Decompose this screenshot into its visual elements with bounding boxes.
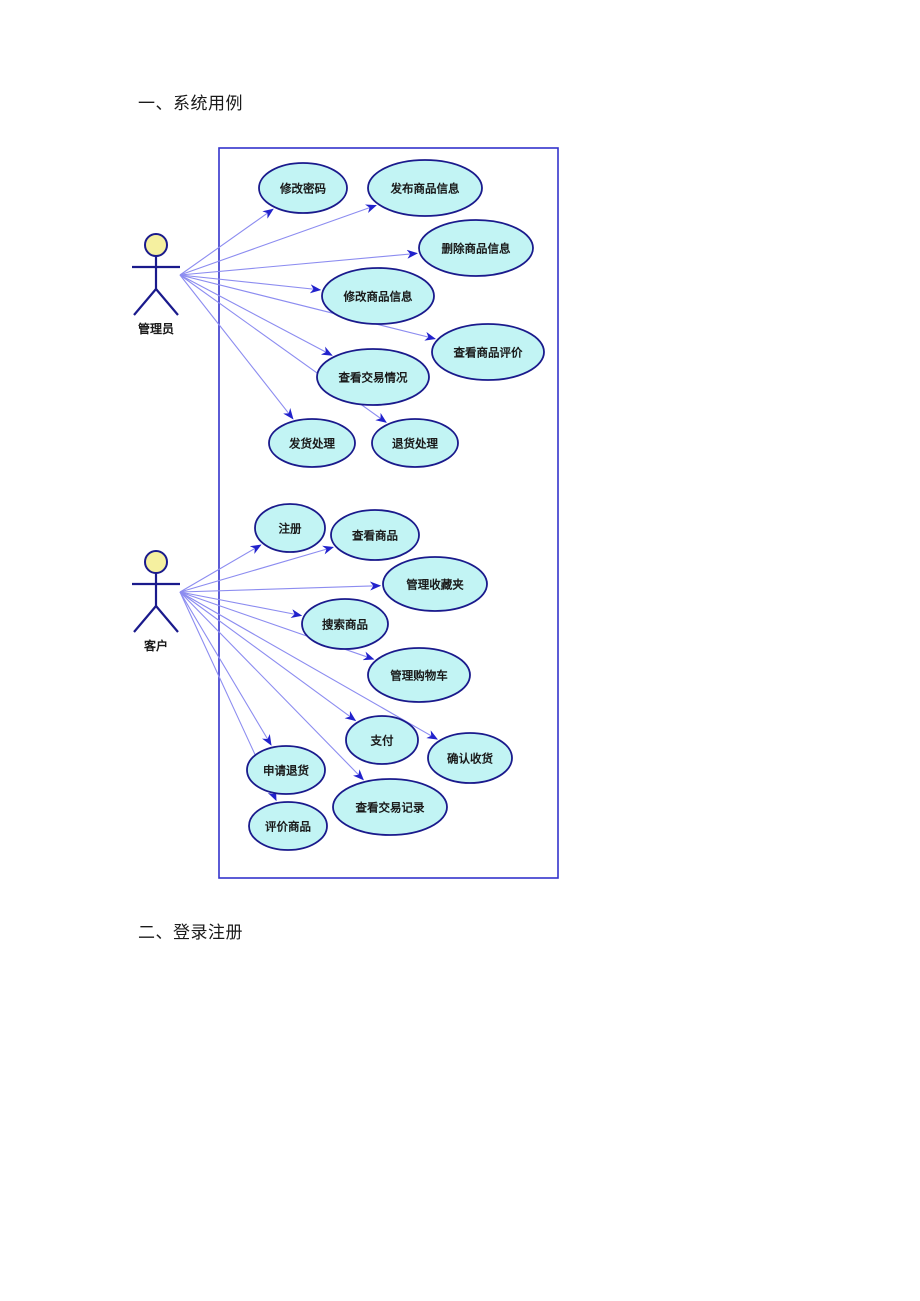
actor-left-leg-line bbox=[133, 288, 157, 316]
uc-request-return-label: 申请退货 bbox=[263, 764, 309, 778]
uc-rate-product-ellipse bbox=[248, 801, 328, 851]
uc-modify-product[interactable]: 修改商品信息 bbox=[321, 267, 435, 325]
uc-view-trans-record-label: 查看交易记录 bbox=[355, 801, 425, 815]
uc-confirm-receipt-label: 确认收货 bbox=[447, 752, 493, 766]
uc-publish-product[interactable]: 发布商品信息 bbox=[367, 159, 483, 217]
association-uc-pay bbox=[179, 591, 357, 722]
uc-confirm-receipt[interactable]: 确认收货 bbox=[427, 732, 513, 784]
uc-manage-favorites-label: 管理收藏夹 bbox=[406, 578, 464, 592]
section-heading-login-register: 二、登录注册 bbox=[138, 923, 243, 942]
uc-pay-ellipse bbox=[345, 715, 419, 765]
uc-modify-product-ellipse bbox=[321, 267, 435, 325]
uc-view-transactions-label: 查看交易情况 bbox=[338, 371, 408, 385]
uc-publish-product-ellipse bbox=[367, 159, 483, 217]
section-heading-system-use-case: 一、系统用例 bbox=[138, 94, 243, 113]
actor-admin[interactable]: 管理员 bbox=[132, 233, 180, 336]
uc-view-products[interactable]: 查看商品 bbox=[330, 509, 420, 561]
uc-view-trans-record-ellipse bbox=[332, 778, 448, 836]
association-uc-modify-product bbox=[179, 274, 322, 294]
uc-rate-product[interactable]: 评价商品 bbox=[248, 801, 328, 851]
uc-view-transactions-ellipse bbox=[316, 348, 430, 406]
uc-view-products-label: 查看商品 bbox=[351, 529, 398, 543]
uc-returns[interactable]: 退货处理 bbox=[371, 418, 459, 468]
uc-manage-favorites-ellipse bbox=[382, 556, 488, 612]
association-uc-change-password bbox=[179, 208, 274, 276]
uc-delete-product[interactable]: 删除商品信息 bbox=[418, 219, 534, 277]
association-uc-view-reviews bbox=[179, 274, 436, 341]
uc-search-products-label: 搜索商品 bbox=[322, 618, 368, 632]
actor-admin-label: 管理员 bbox=[138, 321, 174, 336]
uc-manage-cart-ellipse bbox=[367, 647, 471, 703]
actor-customer-label: 客户 bbox=[143, 638, 168, 653]
uc-shipping-ellipse bbox=[268, 418, 356, 468]
association-uc-shipping bbox=[179, 274, 294, 420]
actor-customer[interactable]: 客户 bbox=[132, 550, 180, 653]
association-uc-request-return bbox=[179, 591, 272, 746]
uc-register-ellipse bbox=[254, 503, 326, 553]
uc-view-transactions[interactable]: 查看交易情况 bbox=[316, 348, 430, 406]
uc-change-password[interactable]: 修改密码 bbox=[258, 162, 348, 214]
system-boundary-rect bbox=[218, 147, 559, 879]
uc-manage-cart-label: 管理购物车 bbox=[390, 669, 448, 683]
uc-shipping-label: 发货处理 bbox=[288, 437, 335, 451]
association-uc-publish-product bbox=[179, 204, 377, 276]
uc-confirm-receipt-ellipse bbox=[427, 732, 513, 784]
actor-right-leg-line bbox=[155, 288, 179, 316]
uc-search-products[interactable]: 搜索商品 bbox=[301, 598, 389, 650]
uc-shipping[interactable]: 发货处理 bbox=[268, 418, 356, 468]
uc-request-return[interactable]: 申请退货 bbox=[246, 745, 326, 795]
uc-rate-product-label: 评价商品 bbox=[265, 820, 311, 834]
actor-head-icon bbox=[144, 233, 168, 257]
uc-request-return-ellipse bbox=[246, 745, 326, 795]
actor-right-leg-line bbox=[155, 605, 179, 633]
association-uc-search-products bbox=[179, 591, 303, 619]
uc-pay[interactable]: 支付 bbox=[345, 715, 419, 765]
uc-view-reviews-ellipse bbox=[431, 323, 545, 381]
association-uc-register bbox=[179, 544, 262, 593]
actor-head-icon bbox=[144, 550, 168, 574]
uc-modify-product-label: 修改商品信息 bbox=[343, 290, 413, 304]
uc-returns-ellipse bbox=[371, 418, 459, 468]
uc-pay-label: 支付 bbox=[370, 734, 394, 748]
association-layer bbox=[179, 204, 438, 802]
uc-register-label: 注册 bbox=[279, 522, 302, 536]
uc-manage-cart[interactable]: 管理购物车 bbox=[367, 647, 471, 703]
uc-change-password-label: 修改密码 bbox=[279, 182, 326, 196]
uc-view-trans-record[interactable]: 查看交易记录 bbox=[332, 778, 448, 836]
use-case-diagram: 修改密码 发布商品信息删除商品信息修改商品信息查看商品评价查看交易情况发货处理 退货… bbox=[120, 130, 590, 900]
uc-change-password-ellipse bbox=[258, 162, 348, 214]
association-uc-view-trans-record bbox=[179, 591, 364, 781]
uc-manage-favorites[interactable]: 管理收藏夹 bbox=[382, 556, 488, 612]
uc-delete-product-label: 删除商品信息 bbox=[442, 242, 511, 256]
association-uc-view-products bbox=[179, 545, 334, 593]
uc-publish-product-label: 发布商品信息 bbox=[390, 182, 460, 196]
actor-left-leg-line bbox=[133, 605, 157, 633]
association-uc-confirm-receipt bbox=[179, 591, 438, 740]
uc-view-reviews[interactable]: 查看商品评价 bbox=[431, 323, 545, 381]
uc-view-reviews-label: 查看商品评价 bbox=[453, 346, 523, 360]
association-uc-delete-product bbox=[179, 249, 418, 276]
uc-view-products-ellipse bbox=[330, 509, 420, 561]
association-uc-manage-favorites bbox=[179, 581, 382, 593]
uc-search-products-ellipse bbox=[301, 598, 389, 650]
association-uc-view-transactions bbox=[179, 274, 333, 356]
uc-register[interactable]: 注册 bbox=[254, 503, 326, 553]
system-boundary bbox=[218, 147, 559, 879]
uc-returns-label: 退货处理 bbox=[392, 437, 438, 451]
uc-delete-product-ellipse bbox=[418, 219, 534, 277]
